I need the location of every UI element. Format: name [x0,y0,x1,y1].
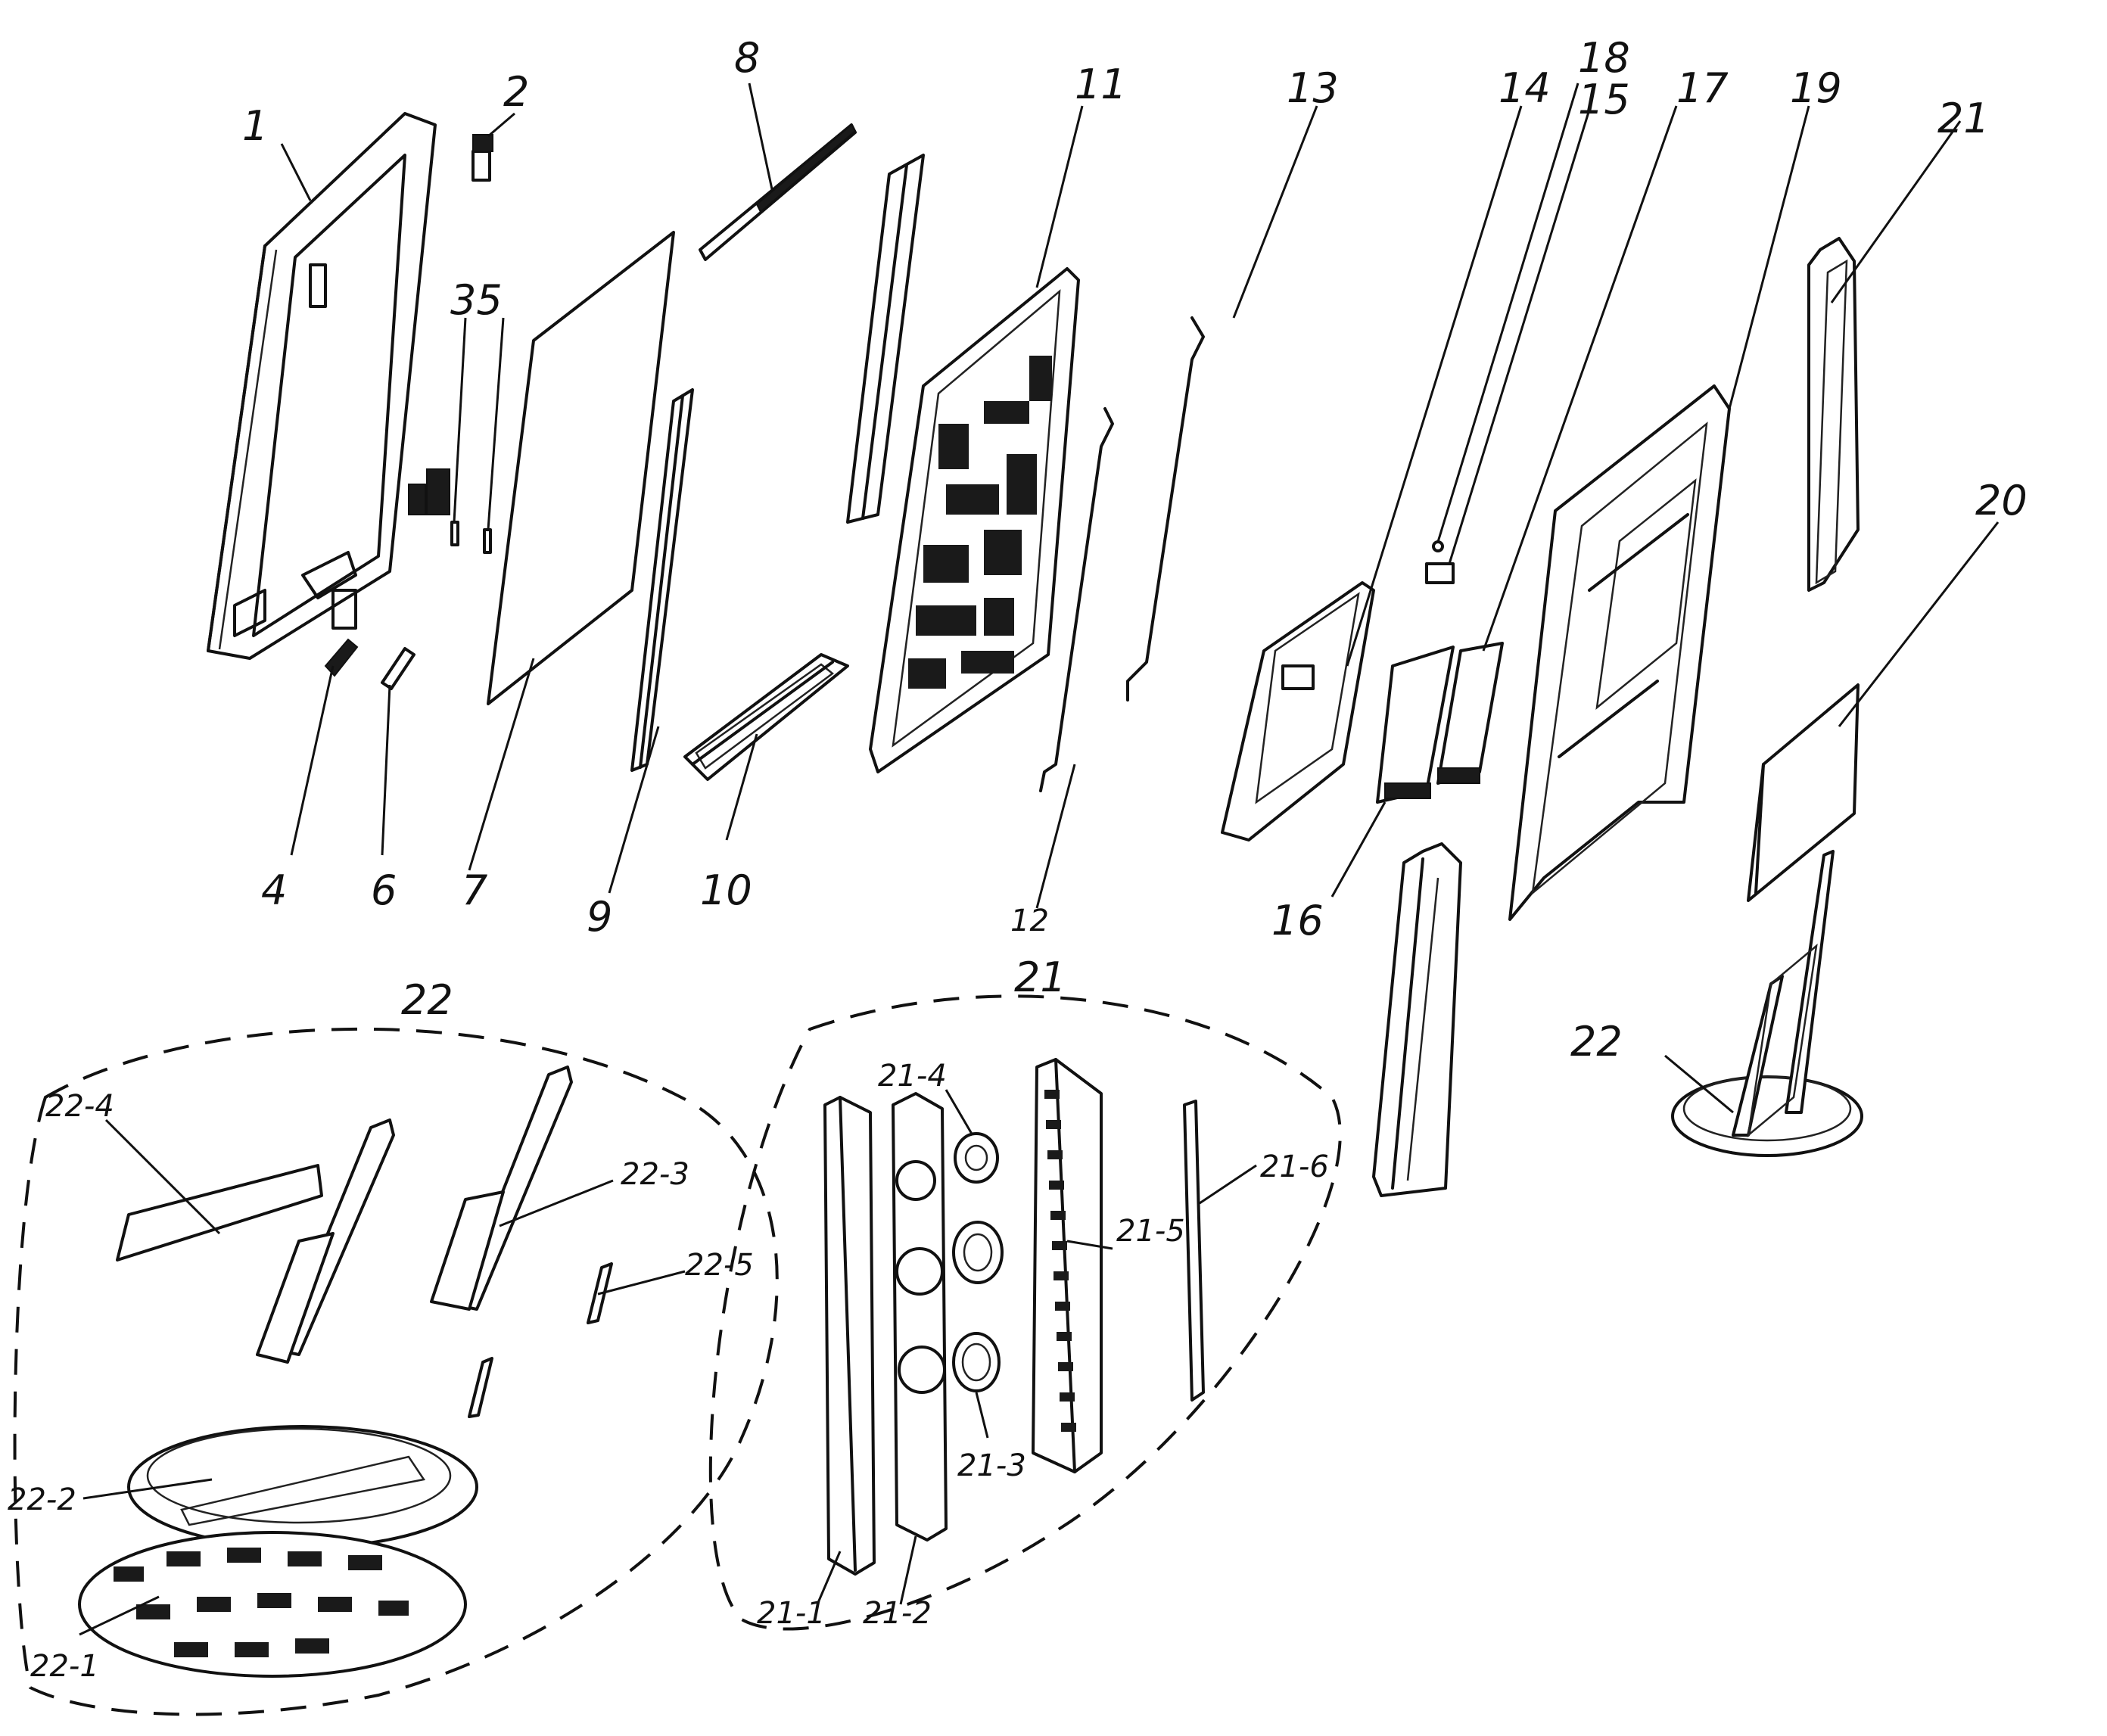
label-21-6: 21-6 [1260,1150,1329,1184]
group-21-outline [708,994,1342,1631]
label-18: 18 [1578,34,1630,82]
label-22-1: 22-1 [30,1649,99,1684]
part-8-top-rail [699,123,857,261]
label-20: 20 [1975,477,2028,524]
label-22-3: 22-3 [621,1157,689,1192]
part-21-6-mount [1183,1100,1205,1402]
label-35: 35 [450,276,503,324]
label-10: 10 [700,866,752,914]
part-7-lcd-glass [487,231,675,705]
part-21-4-tweeter [954,1132,999,1184]
label-21-top: 21 [1937,95,1990,142]
part-12-cable [1039,407,1114,792]
label-7: 7 [462,866,487,914]
part-15-clip [1425,562,1455,584]
label-8: 8 [734,34,760,82]
label-22-2: 22-2 [8,1482,76,1517]
label-15: 15 [1578,76,1630,123]
label-1: 1 [242,102,268,150]
part-10-bottom-bracket [683,653,849,781]
part-11-side-rail [846,154,925,524]
part-2-button [472,134,493,182]
label-16: 16 [1271,897,1324,944]
part-14-power-bracket [1221,581,1375,842]
part-22-stand-assembled [1671,850,1863,1157]
label-21-2: 21-2 [863,1596,932,1631]
label-22-group: 22 [401,976,453,1024]
part-21-1-front-grille [823,1096,876,1576]
label-21-1: 21-1 [757,1596,826,1631]
part-22-3-neck-right [430,1066,573,1311]
part-13-cable [1126,316,1205,702]
part-22-5-clip [468,1262,613,1418]
label-2: 2 [503,68,529,116]
label-6: 6 [371,866,397,914]
part-21-speaker-top [1807,237,1860,592]
label-19: 19 [1790,64,1842,112]
label-21-5: 21-5 [1116,1214,1185,1249]
part-19-rear-cover [1508,384,1731,921]
part-1-front-bezel [207,112,437,660]
label-4: 4 [261,866,287,914]
label-21-3: 21-3 [957,1448,1026,1483]
part-20-cover-plate [1747,683,1860,902]
label-17: 17 [1676,64,1729,112]
label-12: 12 [1010,904,1049,938]
part-21-3-driver [952,1221,1004,1392]
part-22-1-pad [78,1531,467,1678]
label-21-4: 21-4 [878,1059,947,1094]
group-22-outline [13,1027,779,1716]
label-13: 13 [1287,64,1339,112]
part-22-2-base [127,1425,478,1549]
part-6-clip [381,647,415,690]
part-21-2-baffle [892,1092,948,1542]
part-4-spring [324,638,359,677]
label-11: 11 [1075,61,1127,108]
part-21-speaker-assembled [1372,842,1462,1197]
part-22-4-plate [116,1164,323,1262]
part-21-5-rear-housing [1032,1058,1103,1473]
label-22-5: 22-5 [685,1248,754,1283]
label-22-stand: 22 [1570,1018,1623,1066]
part-3-5-screws [426,468,492,554]
label-14: 14 [1499,64,1551,112]
label-22-4: 22-4 [45,1089,114,1124]
part-labels: 1 2 35 4 6 7 8 9 10 11 12 13 14 18 15 17… [8,34,2028,1684]
part-18-screw [1432,540,1444,552]
part-22-neck-left [256,1118,395,1364]
part-17-board [1436,642,1504,785]
part-11-main-chassis [869,267,1080,773]
label-9: 9 [587,893,612,941]
leader-lines [79,82,2000,1636]
part-16-board [1376,646,1455,804]
label-21-group: 21 [1014,954,1066,1001]
